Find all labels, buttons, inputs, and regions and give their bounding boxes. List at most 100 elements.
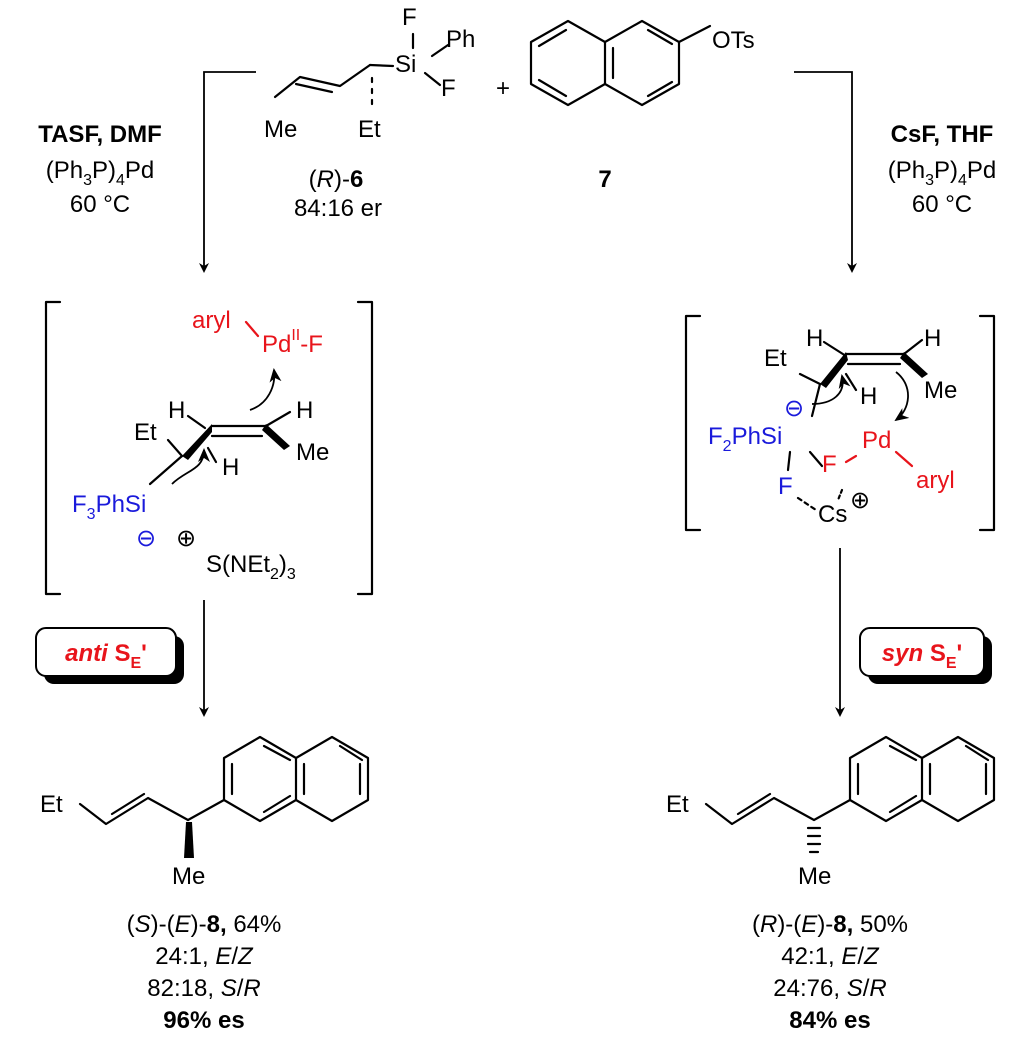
substrate-Si: Si: [395, 51, 416, 78]
substrate-double-bond: [294, 82, 334, 94]
substrate-Et: Et: [358, 116, 381, 143]
conditions-left-line2: (Ph3P)4Pd: [46, 157, 155, 189]
product-left-ez: 24:1, E/Z: [155, 943, 254, 970]
substrate-Ph: Ph: [446, 26, 475, 53]
product-left-wedge: [184, 822, 194, 858]
product-right-Me: Me: [798, 863, 831, 890]
arrow-left-path: [199, 71, 256, 273]
product-right-aromatic: [856, 744, 990, 814]
product-right-label: (R)-(E)-8, 50%: [752, 911, 908, 938]
product-left-ring2: [294, 735, 370, 823]
f-cs-interaction-2: [836, 488, 844, 502]
product-right: Et Me (R)-(E)-8, 50% 42:1, E/Z 24:76, S/…: [666, 735, 996, 1034]
c-si-bond-right: [810, 382, 822, 418]
h1-bond: [186, 414, 207, 430]
badge-syn-se: syn SE': [859, 627, 992, 684]
product-left-Me: Me: [172, 863, 205, 890]
wedge-me: [262, 424, 290, 450]
ts-left-minus: ⊖: [136, 525, 156, 552]
conditions-right: CsF, THF (Ph3P)4Pd 60 °C: [888, 121, 997, 218]
ts-left-cation: S(NEt2)3: [206, 551, 296, 583]
conditions-right-line1: CsF, THF: [891, 121, 994, 148]
badge-anti-se: anti SE': [35, 627, 184, 684]
ts-left-H1: H: [168, 397, 185, 424]
bracket-right-close: [978, 314, 996, 532]
ts-right-F-si: F: [778, 473, 793, 500]
ts-right-Me: Me: [924, 377, 957, 404]
product-left-ring1: [222, 735, 298, 823]
ts-left: aryl PdII-F H H Et Me H F3PhSi ⊖ ⊕ S(NEt…: [44, 300, 374, 596]
product-left-sr: 82:18, S/R: [147, 975, 260, 1002]
arrow-right-path: [794, 71, 857, 273]
wedge-c1-right: [820, 352, 848, 388]
ts-left-pd: PdII-F: [262, 327, 323, 358]
ts-left-plus: ⊕: [176, 525, 196, 552]
badge-syn-box: [859, 627, 985, 677]
ts-right-F-pd: F: [822, 451, 837, 478]
curved-arrow-right-2: [894, 371, 910, 422]
ts-right-double-bond: [844, 352, 906, 366]
conditions-left-line3: 60 °C: [70, 191, 130, 218]
product-right-ring1: [848, 735, 924, 823]
curved-arrow-left-1: [171, 448, 210, 485]
bracket-right-open: [684, 314, 702, 532]
conditions-right-line2: (Ph3P)4Pd: [888, 157, 997, 189]
c-et-bond: [166, 438, 184, 458]
aryl-pd-bond: [244, 320, 260, 338]
product-left: Et Me (S)-(E)-8, 64% 24:1, E/Z 82:18, S/…: [40, 735, 370, 1034]
ts-right-Et: Et: [764, 345, 787, 372]
product-left-es: 96% es: [163, 1007, 244, 1034]
OTs-group: OTs: [712, 27, 755, 54]
substrate-bonds: [273, 63, 372, 99]
product-right-es: 84% es: [789, 1007, 870, 1034]
naph-double-bonds: [537, 28, 674, 98]
naph-ring-right: [603, 19, 681, 107]
product-left-double-bond: [110, 792, 146, 816]
si-f2-bond-right: [786, 450, 792, 472]
product-left-Et: Et: [40, 791, 63, 818]
product-right-sr: 24:76, S/R: [773, 975, 886, 1002]
plus-sign: +: [496, 75, 510, 102]
ts-right-cs: Cs: [818, 501, 847, 528]
ts-left-silicate: F3PhSi: [72, 491, 146, 523]
substrate-Me: Me: [264, 116, 297, 143]
conditions-right-line3: 60 °C: [912, 191, 972, 218]
ts-left-aryl: aryl: [192, 307, 231, 334]
product-left-chain: [78, 796, 226, 826]
naph-ring-left: [529, 19, 607, 107]
ts-right-H3: H: [860, 383, 877, 410]
product-right-ez: 42:1, E/Z: [781, 943, 880, 970]
ts-right: H H Et Me H ⊖ F2PhSi F Pd aryl F Cs ⊕: [684, 314, 996, 532]
product-right-ring2: [920, 735, 996, 823]
badge-anti-box: [35, 627, 177, 677]
bracket-left-close: [356, 300, 374, 596]
c-h3-bond-right: [844, 372, 858, 392]
ts-left-double-bond: [210, 424, 268, 438]
product-right-double-bond: [736, 792, 772, 816]
ts-right-pd: Pd: [862, 427, 891, 454]
ts-left-Me: Me: [296, 439, 329, 466]
substrate-6: F Ph Si F Me Et (R)-6 84:16 er: [264, 4, 475, 222]
ts-left-H3: H: [222, 454, 239, 481]
si-ph-bond: [430, 43, 450, 58]
wedge-c1: [182, 424, 212, 460]
f-pd-bond: [844, 454, 858, 464]
product-right-Et: Et: [666, 791, 689, 818]
product-left-label: (S)-(E)-8, 64%: [127, 911, 282, 938]
pd-aryl-bond: [894, 450, 914, 468]
curved-arrow-right-1: [811, 374, 851, 405]
substrate-F-top: F: [402, 4, 417, 31]
ts-right-H2: H: [924, 325, 941, 352]
h1-bond-right: [822, 340, 848, 358]
ts-left-Et: Et: [134, 419, 157, 446]
h2-bond: [264, 410, 292, 428]
si-f-bond-right: [808, 450, 824, 468]
ts-right-plus: ⊕: [850, 487, 870, 514]
ts-right-H1: H: [806, 325, 823, 352]
wedge-me-right: [900, 352, 928, 378]
conditions-left: TASF, DMF (Ph3P)4Pd 60 °C: [38, 121, 162, 218]
si-f2-bond: [423, 71, 442, 87]
tosylate-label: 7: [598, 166, 611, 193]
conditions-left-line1: TASF, DMF: [38, 121, 162, 148]
